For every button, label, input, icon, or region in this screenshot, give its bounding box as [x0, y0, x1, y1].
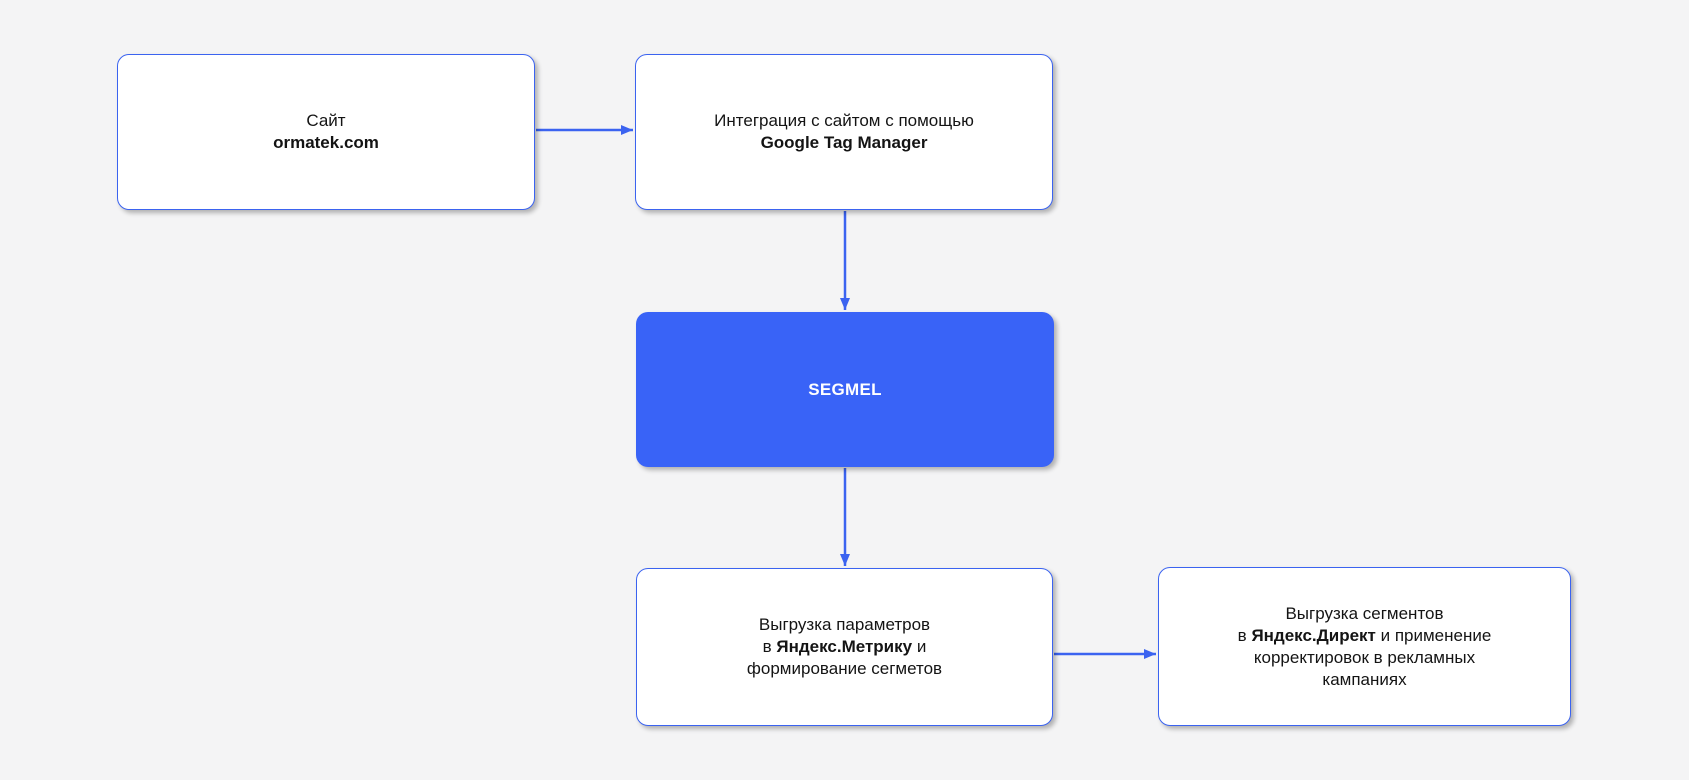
node-segmel: SEGMEL — [636, 312, 1054, 467]
node-segmel-label: SEGMEL — [808, 379, 882, 399]
